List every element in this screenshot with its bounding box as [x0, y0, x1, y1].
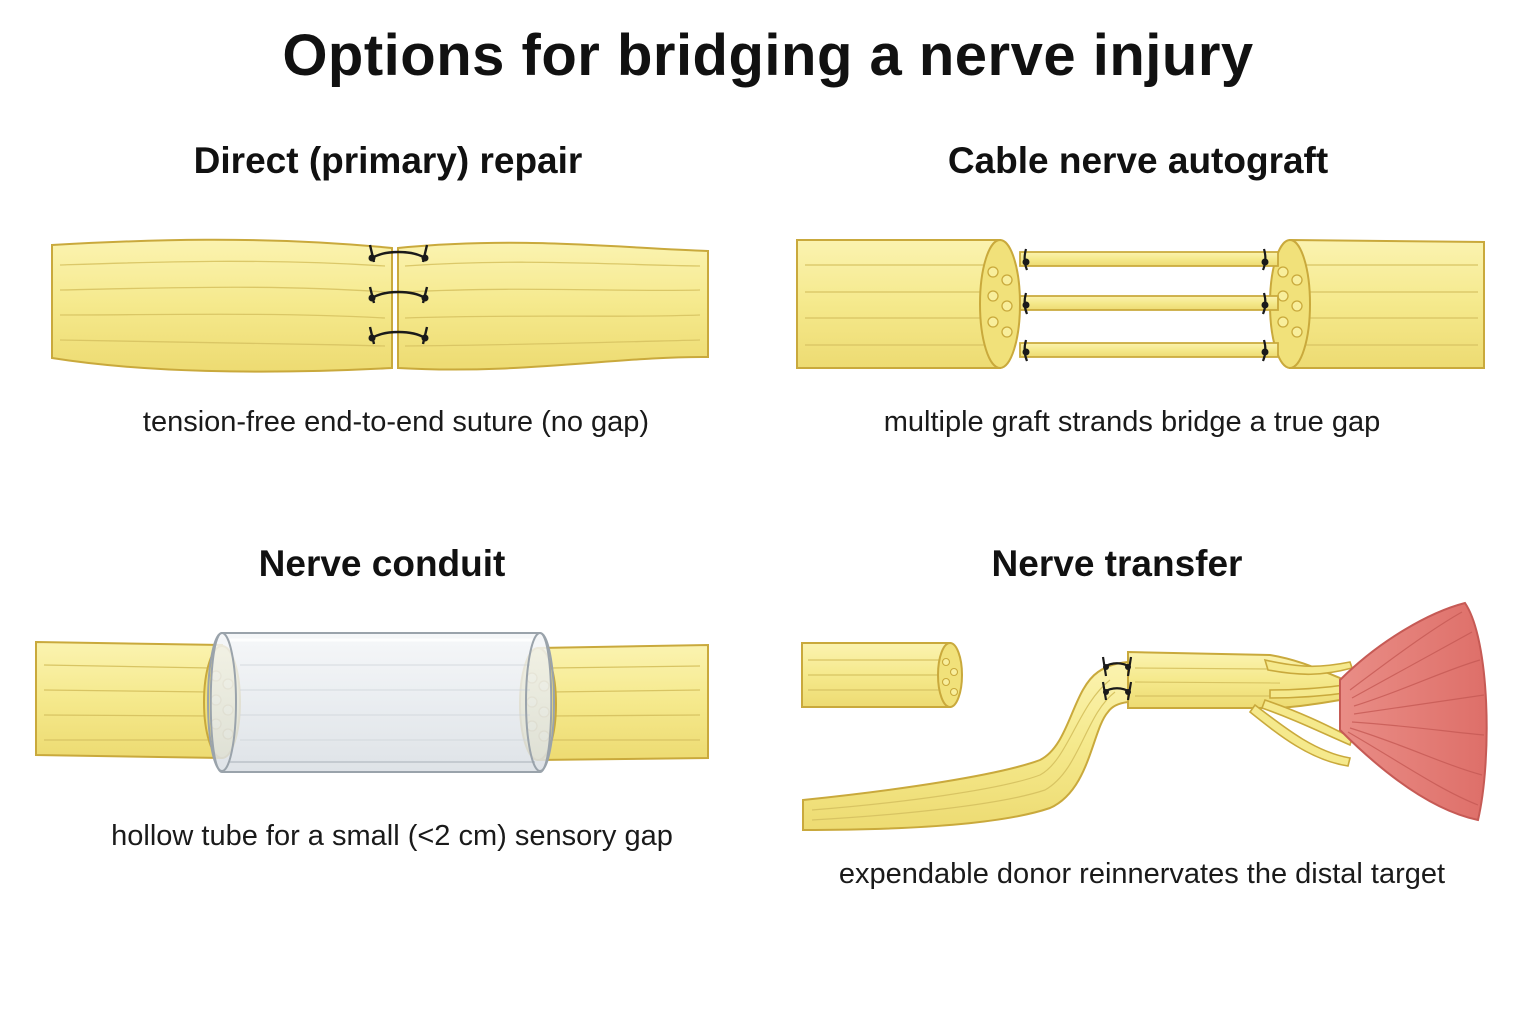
- nerve-conduit-illustration: [35, 632, 709, 773]
- graft-strands: [1019, 251, 1279, 358]
- caption-cable-autograft: multiple graft strands bridge a true gap: [883, 406, 1381, 438]
- cable-autograft-illustration: [796, 238, 1485, 369]
- direct-repair-illustration: [51, 238, 709, 373]
- target-muscle: [1339, 601, 1488, 822]
- panel-title-nerve-conduit: Nerve conduit: [258, 543, 506, 584]
- conduit-tube: [207, 632, 555, 773]
- caption-direct-repair: tension-free end-to-end suture (no gap): [142, 406, 650, 438]
- diagram-title: Options for bridging a nerve injury: [282, 23, 1254, 88]
- panel-title-cable-autograft: Cable nerve autograft: [947, 140, 1329, 181]
- caption-nerve-conduit: hollow tube for a small (<2 cm) sensory …: [111, 820, 673, 852]
- nerve-transfer-illustration: [801, 601, 1488, 832]
- panel-title-nerve-transfer: Nerve transfer: [991, 543, 1243, 584]
- caption-nerve-transfer: expendable donor reinnervates the distal…: [838, 858, 1446, 890]
- panel-title-direct-repair: Direct (primary) repair: [193, 140, 583, 181]
